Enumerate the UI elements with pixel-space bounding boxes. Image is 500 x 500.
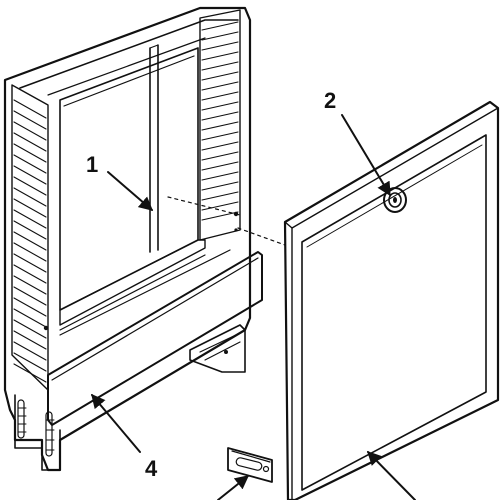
center-rail (149, 44, 159, 253)
louver-slat (201, 161, 239, 171)
louver-slat (201, 21, 239, 31)
louver-slat (13, 99, 47, 119)
cabinet-box (3, 6, 263, 472)
louver-slat (201, 211, 239, 221)
louver-slat (201, 51, 239, 61)
louver-slat (13, 121, 47, 141)
callout-1: 1 (86, 152, 154, 211)
louver-slat (201, 121, 239, 131)
louver-slat (13, 154, 47, 174)
louver-slat (201, 71, 239, 81)
louver-slat (13, 330, 47, 350)
louver-slat (13, 319, 47, 339)
louver-slat (13, 132, 47, 152)
louver-slat (201, 81, 239, 91)
louver-slat (201, 131, 239, 141)
alignment-dashes (167, 196, 286, 246)
louver-slat (201, 31, 239, 41)
louver-slat (201, 41, 239, 51)
callout-2: 2 (324, 88, 391, 197)
callout-2-label: 2 (324, 88, 336, 113)
louver-slat (13, 253, 47, 273)
louver-slat (201, 111, 239, 121)
lock-knob (383, 187, 407, 213)
louver-slat (13, 363, 47, 383)
louver-slat (13, 264, 47, 284)
screw-dot (43, 325, 49, 331)
louver-slat (13, 187, 47, 207)
louver-slat (201, 181, 239, 191)
latch-plate (227, 447, 273, 483)
louver-slat (13, 275, 47, 295)
louver-slat (13, 143, 47, 163)
left-side-louvers (11, 84, 49, 391)
louver-slat (13, 341, 47, 361)
door-panel (283, 100, 500, 500)
louver-slat (13, 286, 47, 306)
louver-slat (201, 171, 239, 181)
louver-slat (201, 101, 239, 111)
right-mounting-foot (189, 324, 246, 373)
louver-slat (13, 308, 47, 328)
louver-slat (201, 191, 239, 201)
callout-5-arrow (367, 450, 416, 500)
louver-slat (201, 201, 239, 211)
louver-slat (13, 220, 47, 240)
callout-4-label: 4 (145, 456, 158, 481)
louver-slat (13, 176, 47, 196)
louver-slat (13, 231, 47, 251)
callout-3-arrow (217, 475, 250, 500)
louver-slat (13, 242, 47, 262)
louver-slat (201, 151, 239, 161)
louver-slat (13, 209, 47, 229)
louver-slat (201, 61, 239, 71)
callout-4: 4 (91, 393, 158, 481)
louver-slat (13, 165, 47, 185)
louver-slat (13, 198, 47, 218)
louver-slat (13, 297, 47, 317)
right-side-louvers (199, 9, 241, 241)
louver-slat (13, 352, 47, 372)
screw-dot (234, 228, 238, 232)
left-mounting-foot (14, 394, 61, 471)
louver-slat (201, 91, 239, 101)
louver-slat (13, 110, 47, 130)
callout-1-label: 1 (86, 152, 98, 177)
louver-slat (201, 141, 239, 151)
